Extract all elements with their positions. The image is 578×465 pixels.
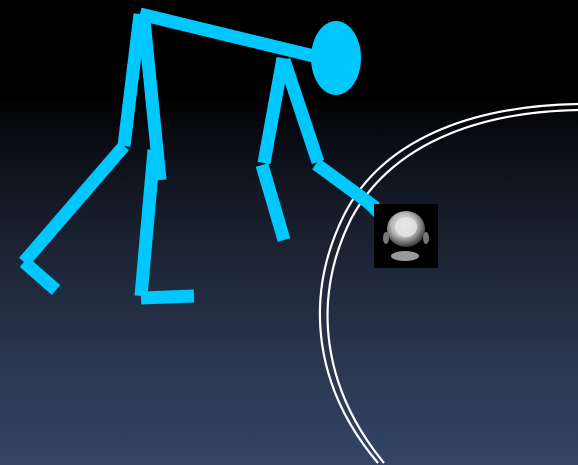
planet-arc — [320, 104, 578, 463]
figure-right-foot — [141, 296, 194, 298]
figure-left-thigh — [124, 14, 140, 146]
figure-left-shin — [24, 146, 124, 262]
figure-left-foot — [24, 262, 56, 290]
figure-right-shin — [141, 150, 154, 296]
ball-icon — [374, 204, 438, 268]
figure-head — [311, 21, 361, 95]
figure-arm-upper-a — [264, 58, 283, 163]
figure-arm-lower-a — [262, 165, 284, 240]
figure-back — [140, 14, 322, 58]
figure-arm-upper-b — [284, 60, 318, 162]
